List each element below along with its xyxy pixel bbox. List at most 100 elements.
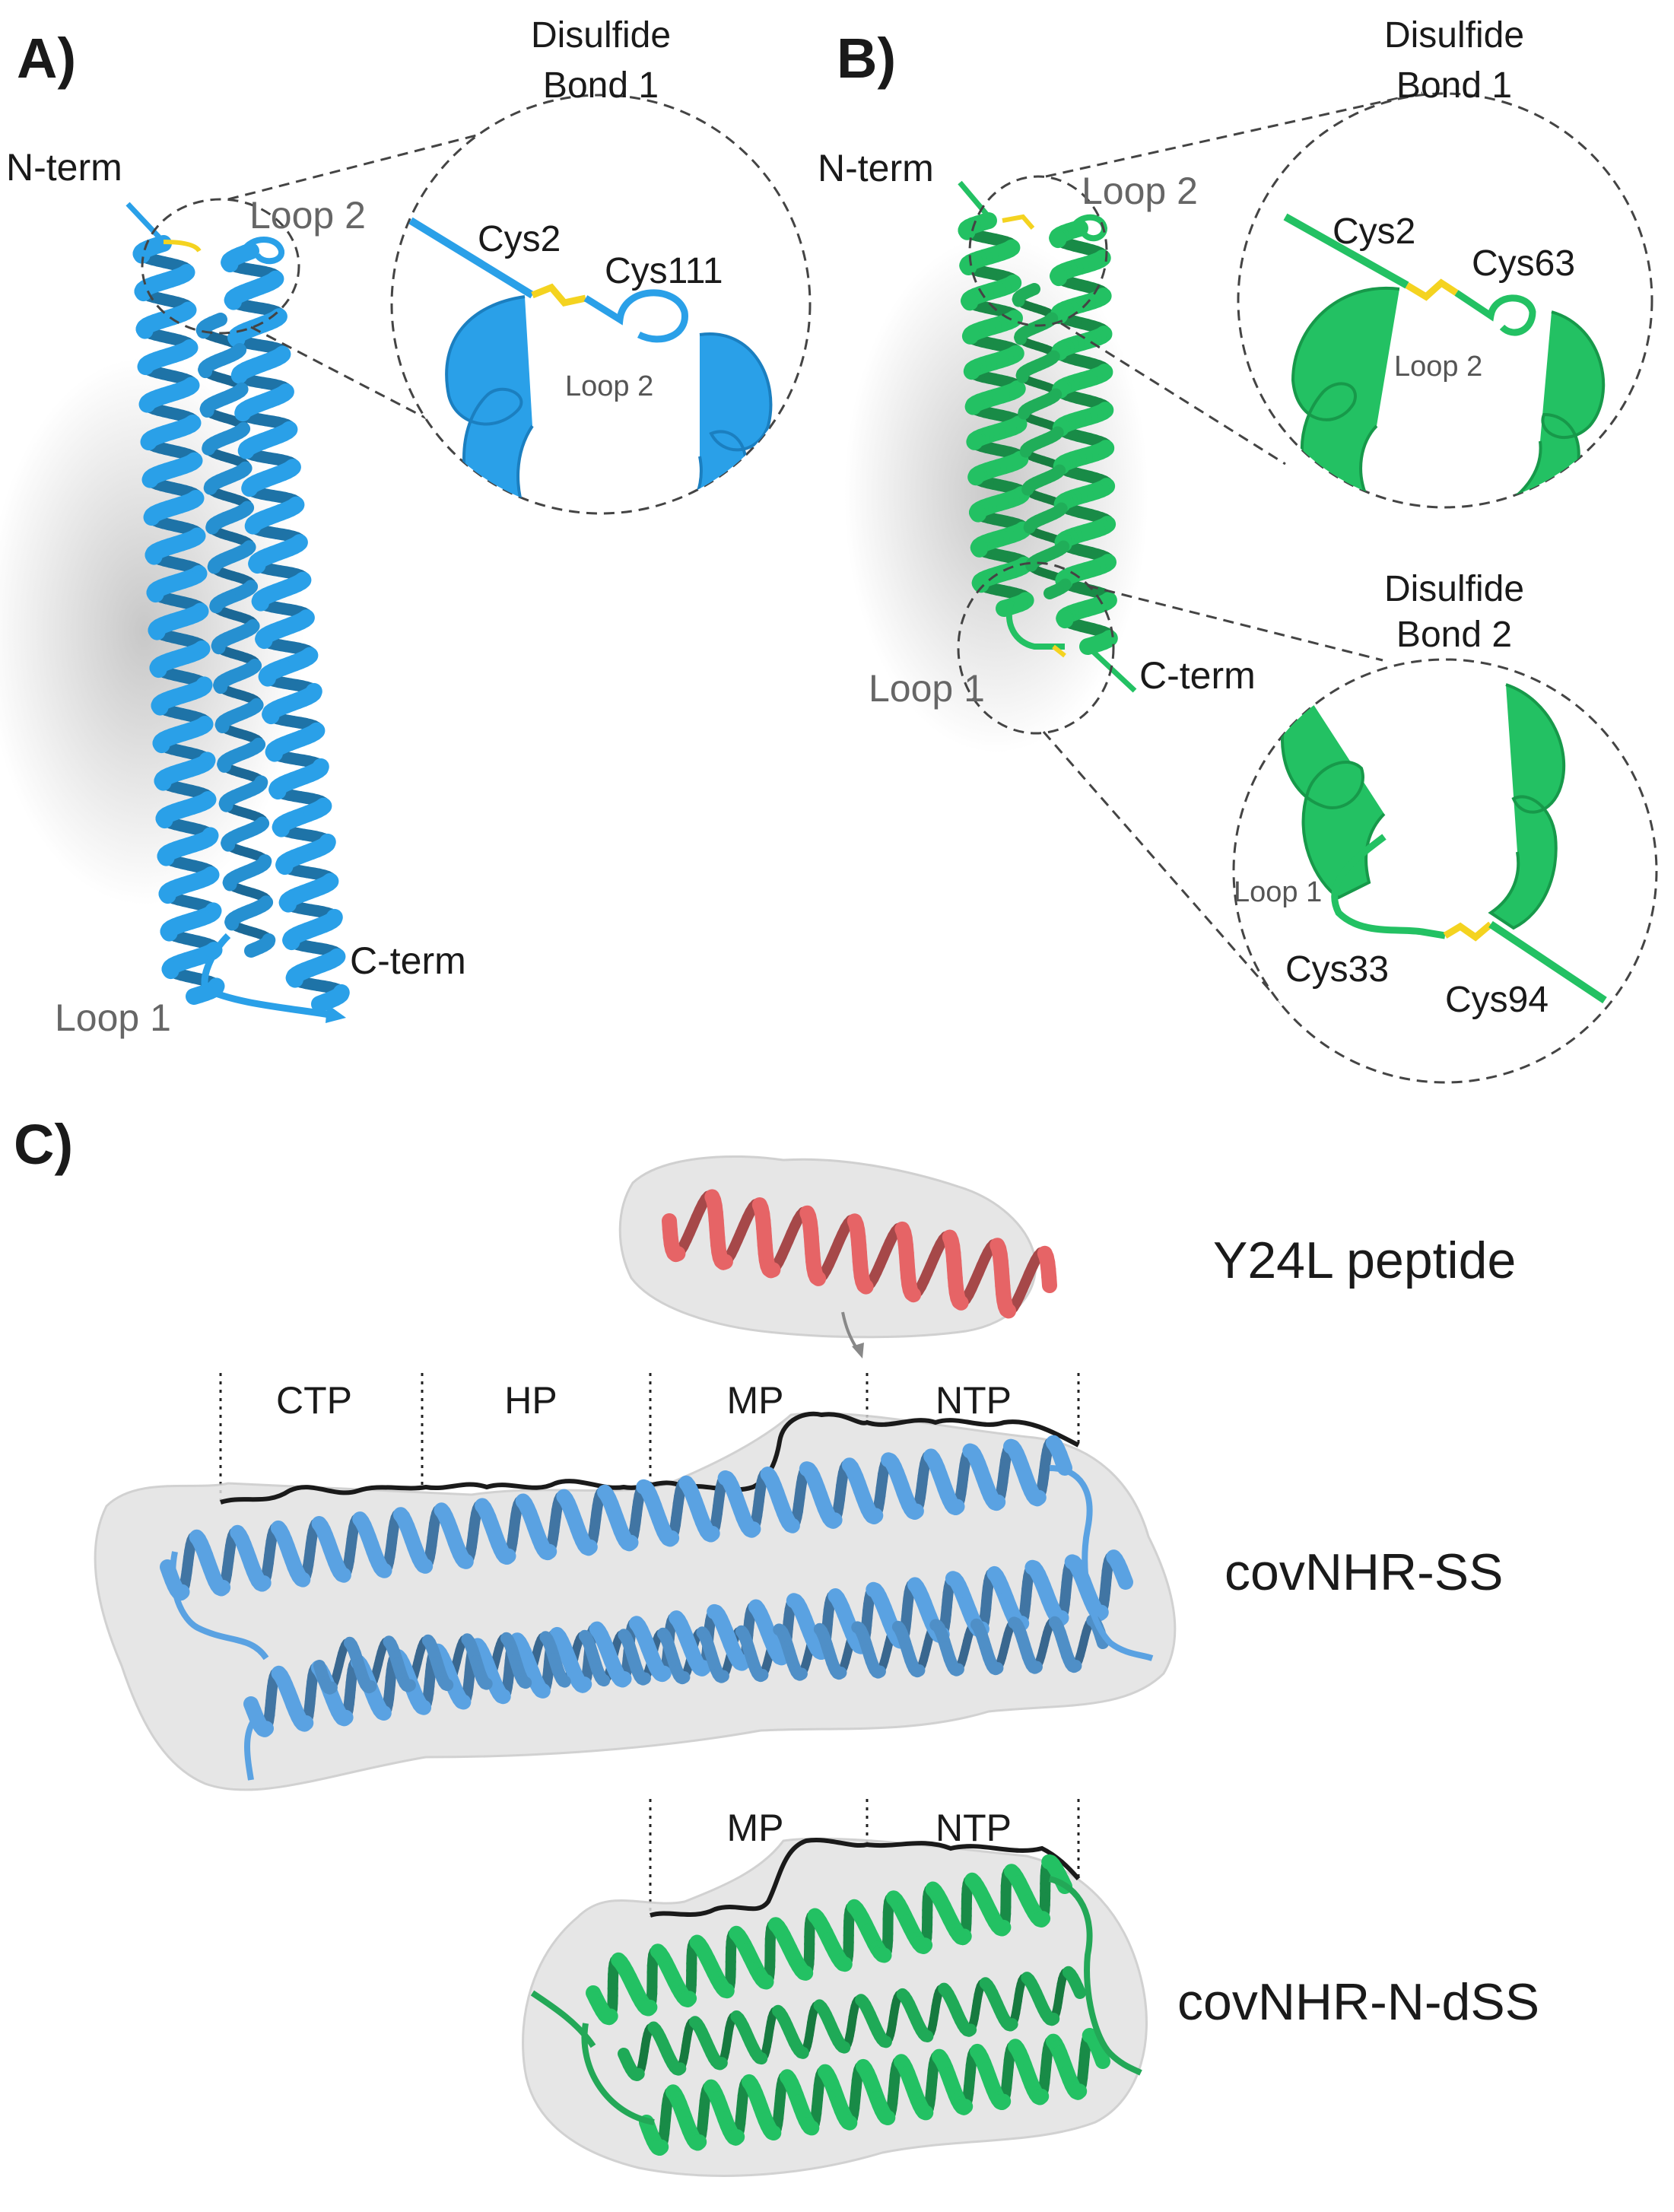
panel-b-helix-3-segment: [1012, 293, 1025, 307]
panel-a-helix-1-segment: [155, 810, 173, 829]
panel-b-zoom-1-cys-b: Cys63: [1472, 243, 1575, 284]
covnhr-ndss-helix-2-segment: [956, 2099, 974, 2115]
panel-a-zoom-loop-label: Loop 2: [565, 370, 653, 402]
panel-a-helix-3-segment: [199, 402, 214, 418]
panel-a-helix-1-segment: [152, 735, 170, 754]
y24l-helix-segment: [999, 1301, 1017, 1319]
covnhr-ss-helix-2-segment: [1091, 1604, 1109, 1622]
panel-b-zoom-1-disulfide: [1405, 278, 1459, 301]
covnhr-ndss-helix-2-segment: [878, 2109, 896, 2125]
covnhr-ss-helix-2-segment: [1115, 1568, 1133, 1590]
panel-c-label: C): [14, 1113, 73, 1176]
covnhr-ndss-helix-2-segment: [728, 2129, 745, 2146]
panel-a-helix-3-segment: [211, 639, 226, 655]
covnhr-ss-helix-3-segment: [1028, 1661, 1043, 1674]
panel-b-zoom-2-title-line2: Bond 2: [1396, 615, 1512, 655]
covnhr-ndss-helix-1-segment: [601, 2008, 618, 2026]
covnhr-ss-helix-2-segment: [336, 1709, 354, 1727]
panel-b-label: B): [837, 27, 896, 90]
panel-b-zoom-1-title-line1: Disulfide: [1384, 15, 1524, 56]
covnhr-ss-helix-1-segment: [375, 1562, 392, 1578]
panel-a-helix-2-segment: [285, 969, 303, 988]
panel-b-connector-2-top: [1087, 584, 1383, 662]
panel-a-helix-1-segment: [143, 507, 161, 526]
y24l-helix-segment: [856, 1277, 874, 1295]
covnhr-ss-helix-3-segment: [518, 1676, 532, 1689]
panel-b-zoom-1-loop-label: Loop 2: [1394, 351, 1482, 383]
panel-a-helix-2-segment: [258, 668, 276, 687]
panel-a-zoom-disulfide: [531, 283, 586, 307]
covnhr-ss-helix-3-segment: [1068, 1660, 1082, 1673]
covnhr-ss-helix-1-segment: [948, 1499, 965, 1515]
panel-a-helix-1-segment: [157, 847, 175, 866]
panel-a-helix-3-segment: [214, 717, 230, 733]
panel-b-zoom-2-helix-right: [1488, 683, 1566, 930]
panel-a-loop-2-label: Loop 2: [249, 194, 366, 237]
panel-b-zoom-2-disulfide: [1443, 921, 1493, 942]
panel-a-helix-3-segment: [207, 558, 222, 574]
panel-a-helix-2-segment: [227, 329, 246, 348]
ss-segment-label-1: CTP: [276, 1379, 352, 1422]
covnhr-ss-helix-3-segment: [872, 1665, 886, 1679]
panel-a-helix-1-segment: [146, 584, 164, 603]
covnhr-ndss-helix-2-segment: [1032, 2088, 1050, 2106]
covnhr-ss-helix-1-segment: [173, 1584, 190, 1601]
panel-a-helix-2-segment: [241, 478, 259, 497]
panel-b-helix-1-segment: [970, 539, 988, 558]
panel-b-zoom-2-c-term: [1488, 920, 1607, 1004]
covnhr-ss-helix-1-segment: [540, 1543, 557, 1561]
covnhr-ndss-loop-left: [581, 2023, 655, 2125]
panel-b-n-term-label: N-term: [818, 147, 934, 189]
panel-b-disulfide-2: [1052, 644, 1066, 658]
covnhr-ndss-loop-right: [1048, 1876, 1142, 2076]
panel-b-connector-1-bottom: [1060, 322, 1286, 466]
panel-b-zoom-1-n-term: [1283, 213, 1409, 289]
covnhr-ndss-surface-outline: [650, 1838, 1081, 1918]
panel-a-c-term-label: C-term: [350, 939, 466, 982]
covnhr-ss-label: covNHR-SS: [1225, 1543, 1504, 1601]
covnhr-ndss-helix-3-segment: [1046, 2012, 1060, 2026]
panel-a-helix-2-segment: [244, 516, 262, 535]
panel-b-zoom-2-loop-label: Loop 1: [1234, 876, 1322, 908]
y24l-helix-segment: [808, 1270, 827, 1286]
covnhr-ss-helix-1-segment: [293, 1571, 311, 1587]
covnhr-ss-helix-2-segment: [654, 1665, 672, 1683]
covnhr-ss-helix-1-segment: [499, 1548, 516, 1565]
covnhr-ndss-helix-2-segment: [1070, 2083, 1088, 2100]
panel-a-helix-1-segment: [160, 923, 178, 942]
panel-b-helix-2-segment: [1056, 610, 1074, 629]
covnhr-ss-helix-1-segment: [744, 1521, 761, 1538]
covnhr-ss-helix-3-segment: [793, 1667, 808, 1681]
covnhr-ss-helix-3-segment: [676, 1671, 691, 1685]
covnhr-ss-helix-3-segment: [557, 1674, 571, 1688]
panel-a-n-term-strand: [125, 202, 166, 244]
y24l-helix-segment: [716, 1254, 733, 1270]
panel-a-helix-3-segment: [202, 440, 216, 456]
covnhr-ndss-helix-3-segment: [963, 2023, 977, 2037]
covnhr-ndss-label: covNHR-N-dSS: [1177, 1973, 1539, 2031]
panel-a-zoom-title-line2: Bond 1: [543, 65, 659, 106]
panel-b-helix-1-segment: [963, 361, 981, 380]
covnhr-ndss-helix-1-segment: [680, 1991, 697, 2007]
covnhr-ss-helix-3-segment: [754, 1669, 769, 1683]
panel-b-helix-1-segment: [961, 326, 980, 345]
covnhr-ndss-helix-3-segment: [713, 2057, 728, 2071]
panel-b-zoom-2-cys-b: Cys94: [1445, 980, 1549, 1020]
panel-a-loop-1-label: Loop 1: [55, 996, 171, 1039]
panel-a-helix-2-segment: [248, 555, 266, 574]
covnhr-ss-helix-2-segment: [414, 1699, 432, 1715]
panel-a-helix-3-segment: [244, 942, 263, 958]
panel-a-helix-2-segment: [255, 631, 273, 650]
covnhr-ss-helix-2-segment: [615, 1670, 632, 1688]
panel-a-helix-1-segment: [140, 432, 158, 451]
covnhr-ss-helix-1-segment: [580, 1539, 598, 1556]
covnhr-ss-helix-2-segment: [734, 1654, 751, 1671]
panel-a-helix-3-segment: [205, 519, 220, 535]
covnhr-ss-helix-1-segment: [783, 1517, 800, 1533]
covnhr-ss-helix-2-segment: [575, 1676, 592, 1693]
panel-b-zoom-1-loop-2: [1454, 290, 1536, 336]
covnhr-ss-helix-1-segment: [214, 1579, 231, 1597]
panel-b-zoom-2-content: [1281, 683, 1607, 1004]
covnhr-ss-helix-2-segment: [773, 1648, 791, 1666]
panel-b-zoom-1-cys-a: Cys2: [1333, 211, 1415, 252]
